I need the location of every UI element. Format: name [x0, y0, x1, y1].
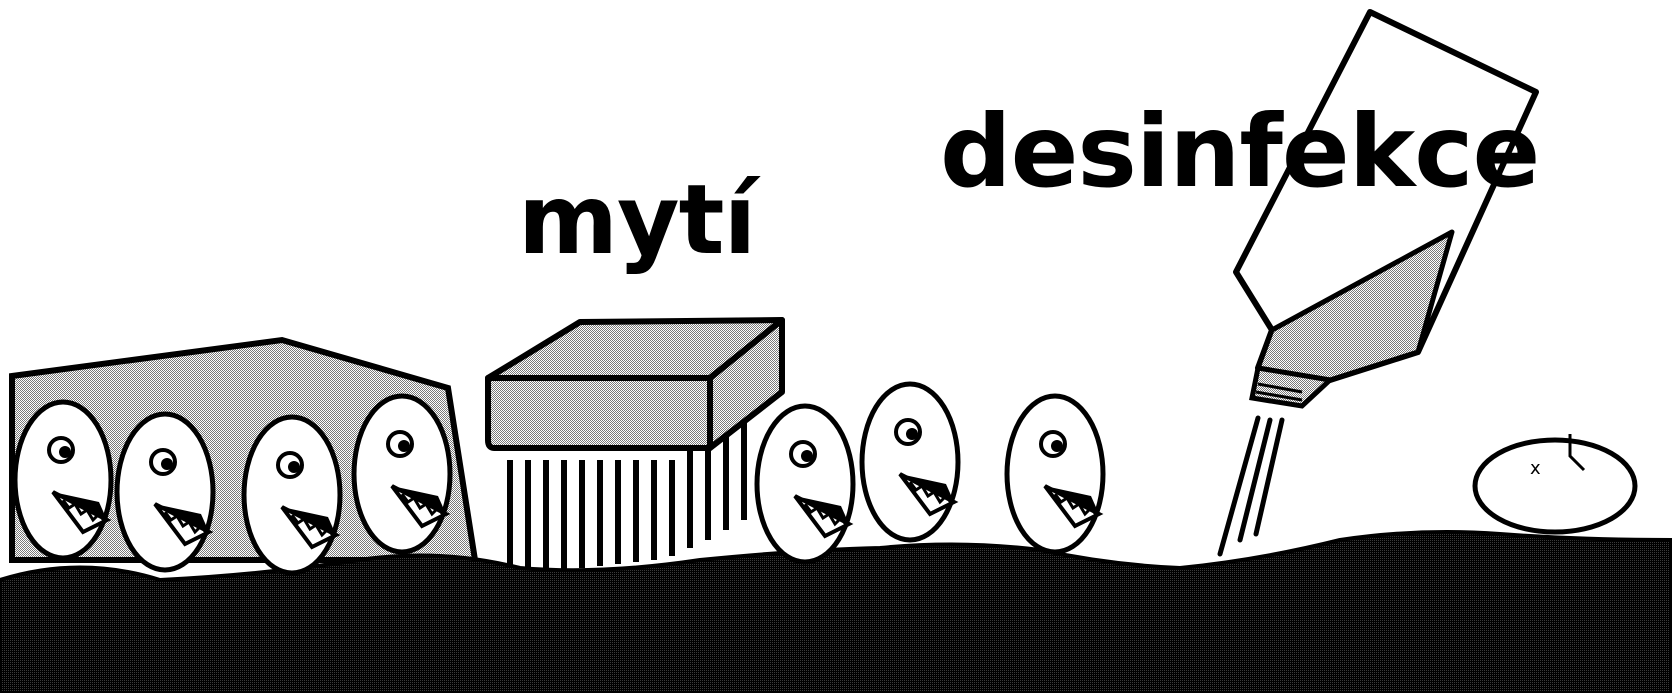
disinfectant-bottle-icon: [1217, 9, 1539, 557]
germ-character: [862, 384, 958, 540]
germ-character: [15, 402, 111, 558]
dead-germ-icon: x: [1472, 434, 1638, 535]
scrub-brush-icon: [485, 317, 785, 572]
germ-character: [117, 414, 213, 570]
germ-character: [244, 417, 340, 573]
svg-text:x: x: [1530, 458, 1541, 479]
germ-character: [354, 396, 450, 552]
disinfection-label: desinfekce: [940, 93, 1540, 210]
germ-character: [757, 406, 853, 562]
washing-label: mytí: [518, 164, 756, 276]
germ-character: [1007, 396, 1103, 552]
